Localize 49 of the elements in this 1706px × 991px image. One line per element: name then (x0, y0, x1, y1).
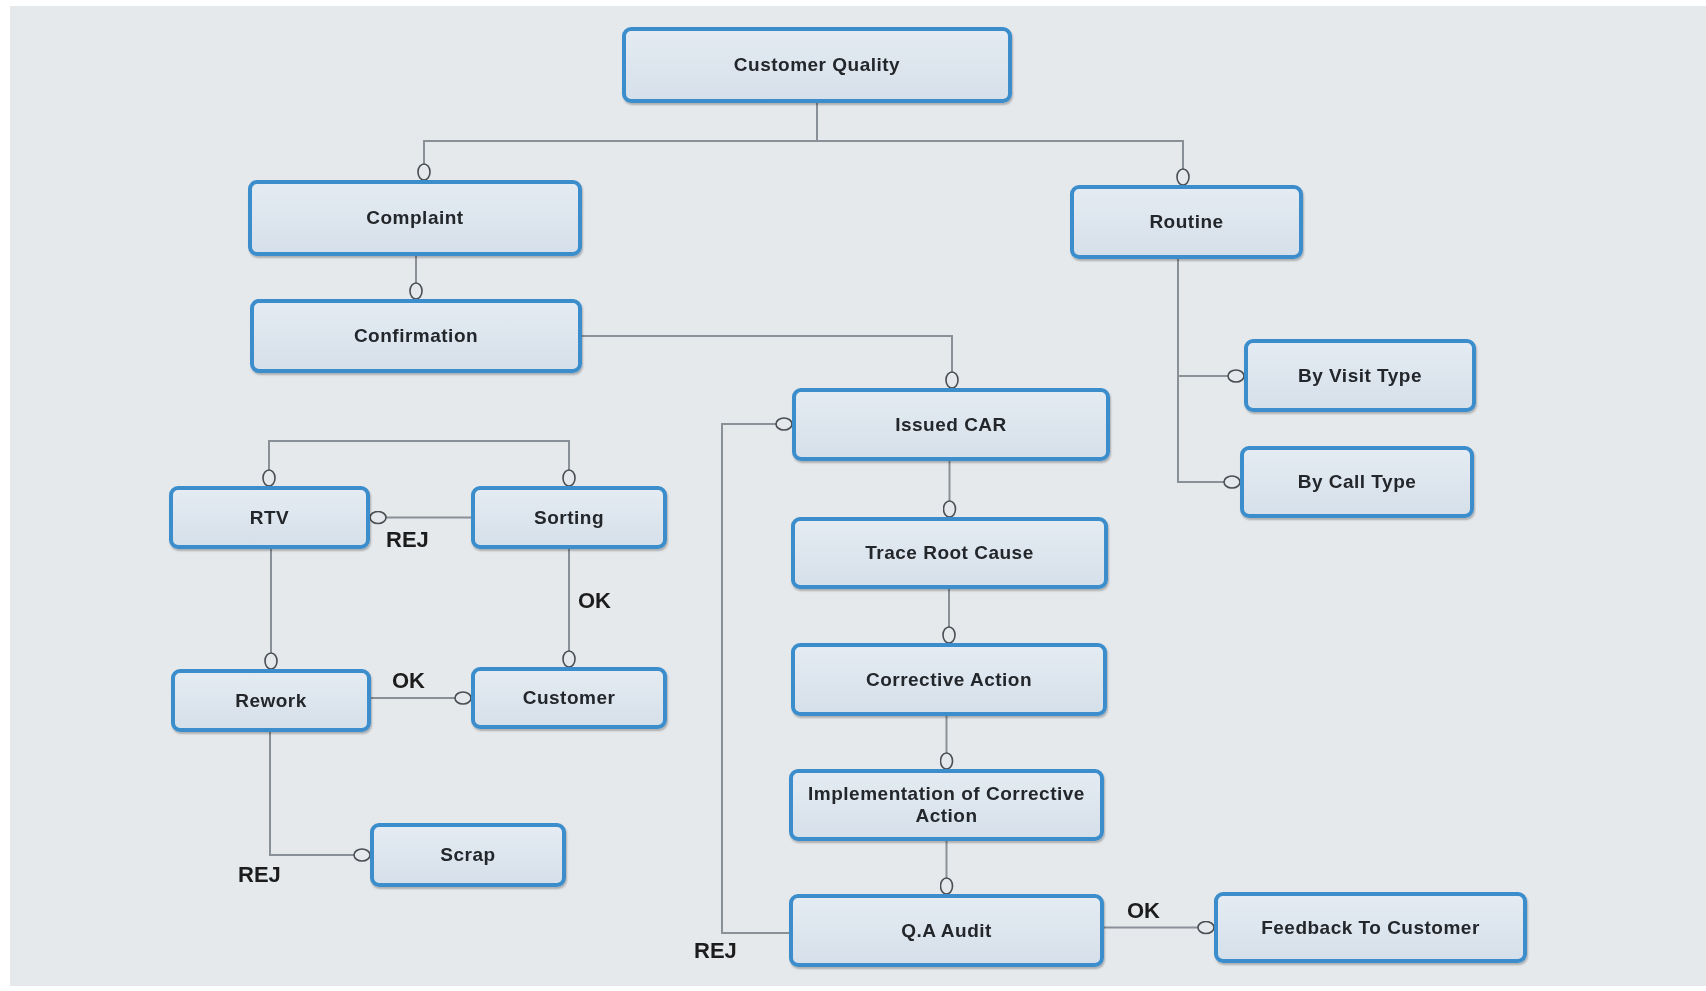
connector-line (1177, 258, 1241, 489)
connector-line (942, 588, 956, 644)
box-label: By Call Type (1296, 471, 1418, 493)
process-box (791, 517, 1108, 589)
connector-line (369, 510, 472, 525)
box-label: Scrap (439, 844, 497, 866)
box-label: By Visit Type (1296, 364, 1424, 387)
process-box (1244, 339, 1476, 412)
connector-line (269, 731, 371, 862)
connector-line (370, 691, 472, 705)
box-label: Issued CAR (894, 413, 1008, 436)
box-label: Trace Root Cause (864, 542, 1035, 564)
process-box (789, 894, 1104, 967)
connector-line (939, 840, 954, 895)
connector-line (721, 417, 793, 934)
box-label: Confirmation (352, 325, 480, 347)
box-label: Customer Quality (732, 54, 902, 76)
process-box (789, 769, 1104, 841)
process-box (370, 823, 566, 887)
box-label: Sorting (533, 506, 605, 529)
box-label: Routine (1148, 211, 1225, 233)
connector-line (1103, 920, 1215, 935)
box-label: Corrective Action (864, 668, 1034, 691)
process-box (250, 299, 582, 373)
process-box (622, 27, 1012, 103)
connector-line (939, 715, 954, 770)
process-box (248, 180, 582, 256)
process-box (791, 643, 1107, 716)
process-box (169, 486, 370, 549)
process-box (1240, 446, 1474, 518)
process-box (1214, 892, 1527, 963)
connector-line (581, 335, 959, 389)
connector-line (262, 440, 576, 487)
process-box (1070, 185, 1303, 259)
box-label: Q.A Audit (900, 919, 993, 942)
process-box (792, 388, 1110, 461)
connector-line (942, 460, 957, 518)
process-box (471, 667, 667, 729)
box-label: Feedback To Customer (1260, 916, 1481, 939)
box-label: Complaint (365, 207, 465, 229)
connector-line (409, 255, 423, 300)
process-box (171, 669, 371, 732)
box-label: Customer (521, 687, 617, 709)
process-box (471, 486, 667, 549)
box-label: Rework (234, 689, 308, 712)
connector-line (562, 548, 576, 668)
box-label: RTV (248, 506, 291, 529)
box-label: Implementation of Corrective Action (807, 783, 1086, 827)
connector-line (264, 548, 278, 670)
